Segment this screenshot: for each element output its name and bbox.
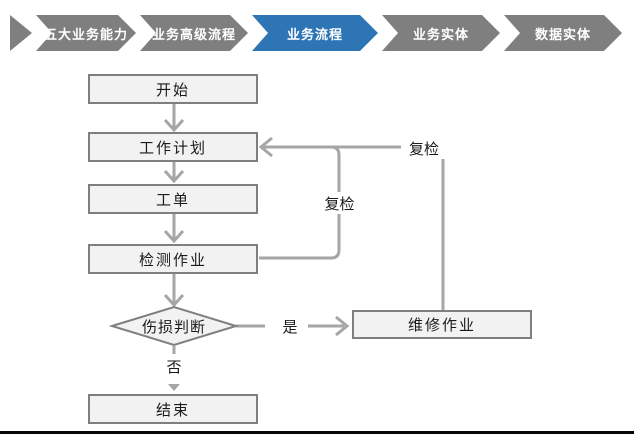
decision-diamond-shape xyxy=(108,305,240,347)
step-tab-label: 业务高级流程 xyxy=(151,26,236,42)
step-tab-label: 数据实体 xyxy=(534,26,591,42)
step-tab-label: 业务流程 xyxy=(286,26,343,42)
node-label: 工作计划 xyxy=(138,139,207,157)
node-start: 开始 xyxy=(88,74,258,104)
step-tab-business-process-active[interactable]: 业务流程 xyxy=(252,15,378,51)
node-label: 工单 xyxy=(155,191,190,209)
step-tab-business-highlevel-process[interactable]: 业务高级流程 xyxy=(140,15,248,51)
node-repair-task: 维修作业 xyxy=(352,310,532,339)
node-label: 开始 xyxy=(155,81,190,99)
arrowhead-right-icon xyxy=(335,315,350,337)
step-tab-label: 业务实体 xyxy=(412,26,469,42)
edge-repair-recheck-to-plan xyxy=(263,145,445,310)
node-work-plan: 工作计划 xyxy=(88,132,258,162)
arrowhead-down-icon xyxy=(163,118,185,133)
arrowhead-down-icon xyxy=(163,229,185,244)
edge-label-text: 否 xyxy=(166,359,182,376)
node-work-order: 工单 xyxy=(88,184,258,214)
step-tab-label: 五大业务能力 xyxy=(43,26,128,42)
node-inspection-task: 检测作业 xyxy=(88,244,258,274)
edge-label-recheck-outer: 复检 xyxy=(401,137,447,159)
node-end: 结束 xyxy=(88,394,258,424)
edge-label-no: 否 xyxy=(161,355,187,378)
step-tab-business-capabilities[interactable]: 五大业务能力 xyxy=(36,15,136,51)
node-label: 结束 xyxy=(155,401,190,419)
node-label: 伤损判断 xyxy=(141,318,206,336)
edge-label-text: 是 xyxy=(282,318,298,336)
bottom-divider xyxy=(0,431,634,434)
step-tab-data-entity[interactable]: 数据实体 xyxy=(504,15,622,51)
edge-label-text: 复检 xyxy=(324,195,355,213)
edge-label-recheck-inner: 复检 xyxy=(317,192,362,214)
arrowhead-small-down-icon xyxy=(168,384,180,391)
arrowhead-down-icon xyxy=(163,169,185,184)
edge-label-yes: 是 xyxy=(277,315,303,337)
arrowhead-down-icon xyxy=(163,293,185,308)
node-damage-decision: 伤损判断 xyxy=(112,307,236,345)
edge-inspection-recheck-to-plan xyxy=(259,145,341,260)
step-tab-business-entity[interactable]: 业务实体 xyxy=(382,15,500,51)
node-label: 维修作业 xyxy=(407,317,476,334)
node-label: 检测作业 xyxy=(138,251,207,269)
edge-label-text: 复检 xyxy=(408,140,439,158)
arrowhead-left-icon xyxy=(258,136,273,158)
